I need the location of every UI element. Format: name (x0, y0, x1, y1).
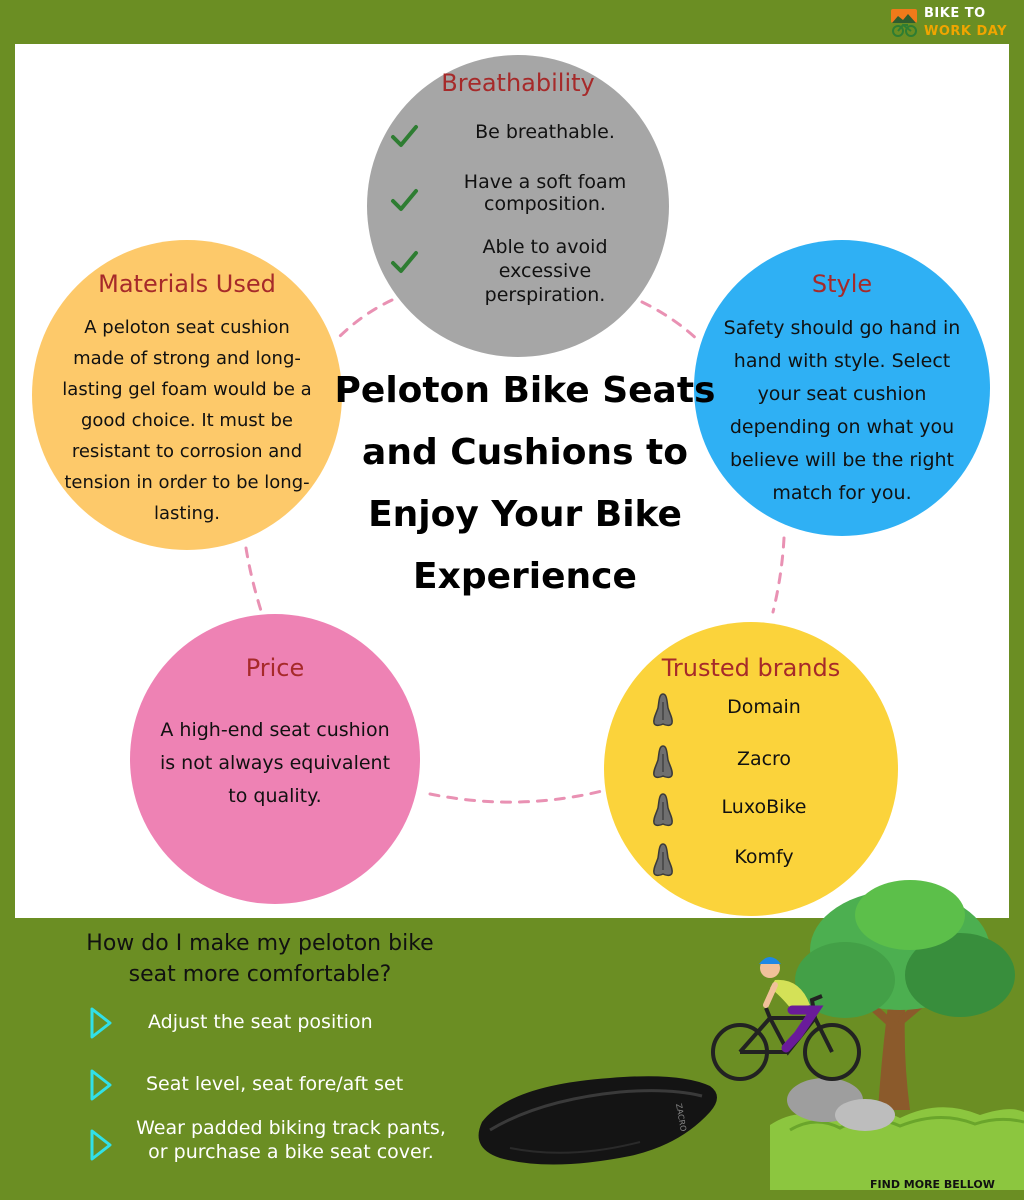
brand-item: Komfy (604, 840, 898, 880)
find-more-link[interactable]: FIND MORE BELLOW (870, 1178, 995, 1191)
style-circle: Style Safety should go hand in hand with… (694, 240, 990, 536)
brand-item: LuxoBike (604, 790, 898, 830)
comfort-question: How do I make my peloton bike seat more … (86, 931, 434, 987)
breathability-item: Be breathable. (367, 119, 669, 181)
materials-circle: Materials Used A peloton seat cushion ma… (32, 240, 342, 550)
play-arrow-icon (90, 1069, 112, 1101)
breathability-item: Able to avoid excessive perspiration. (367, 233, 669, 306)
tip-text: Wear padded biking track pants, or purch… (136, 1117, 446, 1163)
play-arrow-icon (90, 1007, 112, 1039)
brand-name: LuxoBike (721, 796, 807, 818)
logo-line-1: BIKE TO (924, 6, 986, 21)
brand-item: Domain (604, 690, 898, 730)
bike-to-work-day-logo[interactable]: BIKE TO WORK DAY (890, 6, 1020, 42)
style-body: Safety should go hand in hand with style… (723, 317, 961, 504)
price-title: Price (245, 654, 305, 682)
tip-text: Seat level, seat fore/aft set (146, 1073, 404, 1095)
materials-body: A peloton seat cushion made of strong an… (62, 317, 312, 524)
tip-text: Adjust the seat position (148, 1011, 373, 1033)
brand-item: Zacro (604, 742, 898, 782)
logo-line-2: WORK DAY (924, 24, 1008, 39)
breathability-item-text: Able to avoid excessive perspiration. (482, 236, 608, 306)
breathability-item-text: Be breathable. (475, 121, 615, 143)
brands-circle: Trusted brands Domain Zacro LuxoBike Kom… (604, 622, 898, 916)
logo-icon (891, 9, 917, 37)
materials-title: Materials Used (98, 270, 276, 298)
tip-item: Wear padded biking track pants, or purch… (88, 1116, 488, 1176)
main-title: Peloton Bike Seats and Cushions to Enjoy… (334, 370, 716, 597)
check-icon (391, 251, 418, 273)
price-body: A high-end seat cushion is not always eq… (159, 719, 391, 807)
bike-seat-icon (653, 843, 673, 877)
brand-name: Domain (727, 696, 801, 718)
brand-name: Zacro (736, 748, 792, 770)
style-title: Style (811, 270, 873, 298)
tip-item: Adjust the seat position (88, 1004, 488, 1064)
play-arrow-icon (90, 1129, 112, 1161)
breathability-title: Breathability (441, 69, 595, 97)
brands-title: Trusted brands (661, 654, 841, 682)
breathability-circle: Breathability Be breathable. Have a soft… (367, 55, 669, 357)
brand-name: Komfy (734, 846, 794, 868)
bike-seat-icon (653, 793, 673, 827)
price-circle: Price A high-end seat cushion is not alw… (130, 614, 420, 904)
breathability-item-text: Have a soft foam composition. (463, 171, 627, 215)
bike-seat-icon (653, 745, 673, 779)
cyclist-scene-illustration: ZACRO (478, 880, 1024, 1190)
check-icon (391, 189, 418, 211)
tip-item: Seat level, seat fore/aft set (88, 1066, 488, 1126)
bike-seat-icon (653, 693, 673, 727)
breathability-item: Have a soft foam composition. (367, 169, 669, 231)
check-icon (391, 125, 418, 147)
